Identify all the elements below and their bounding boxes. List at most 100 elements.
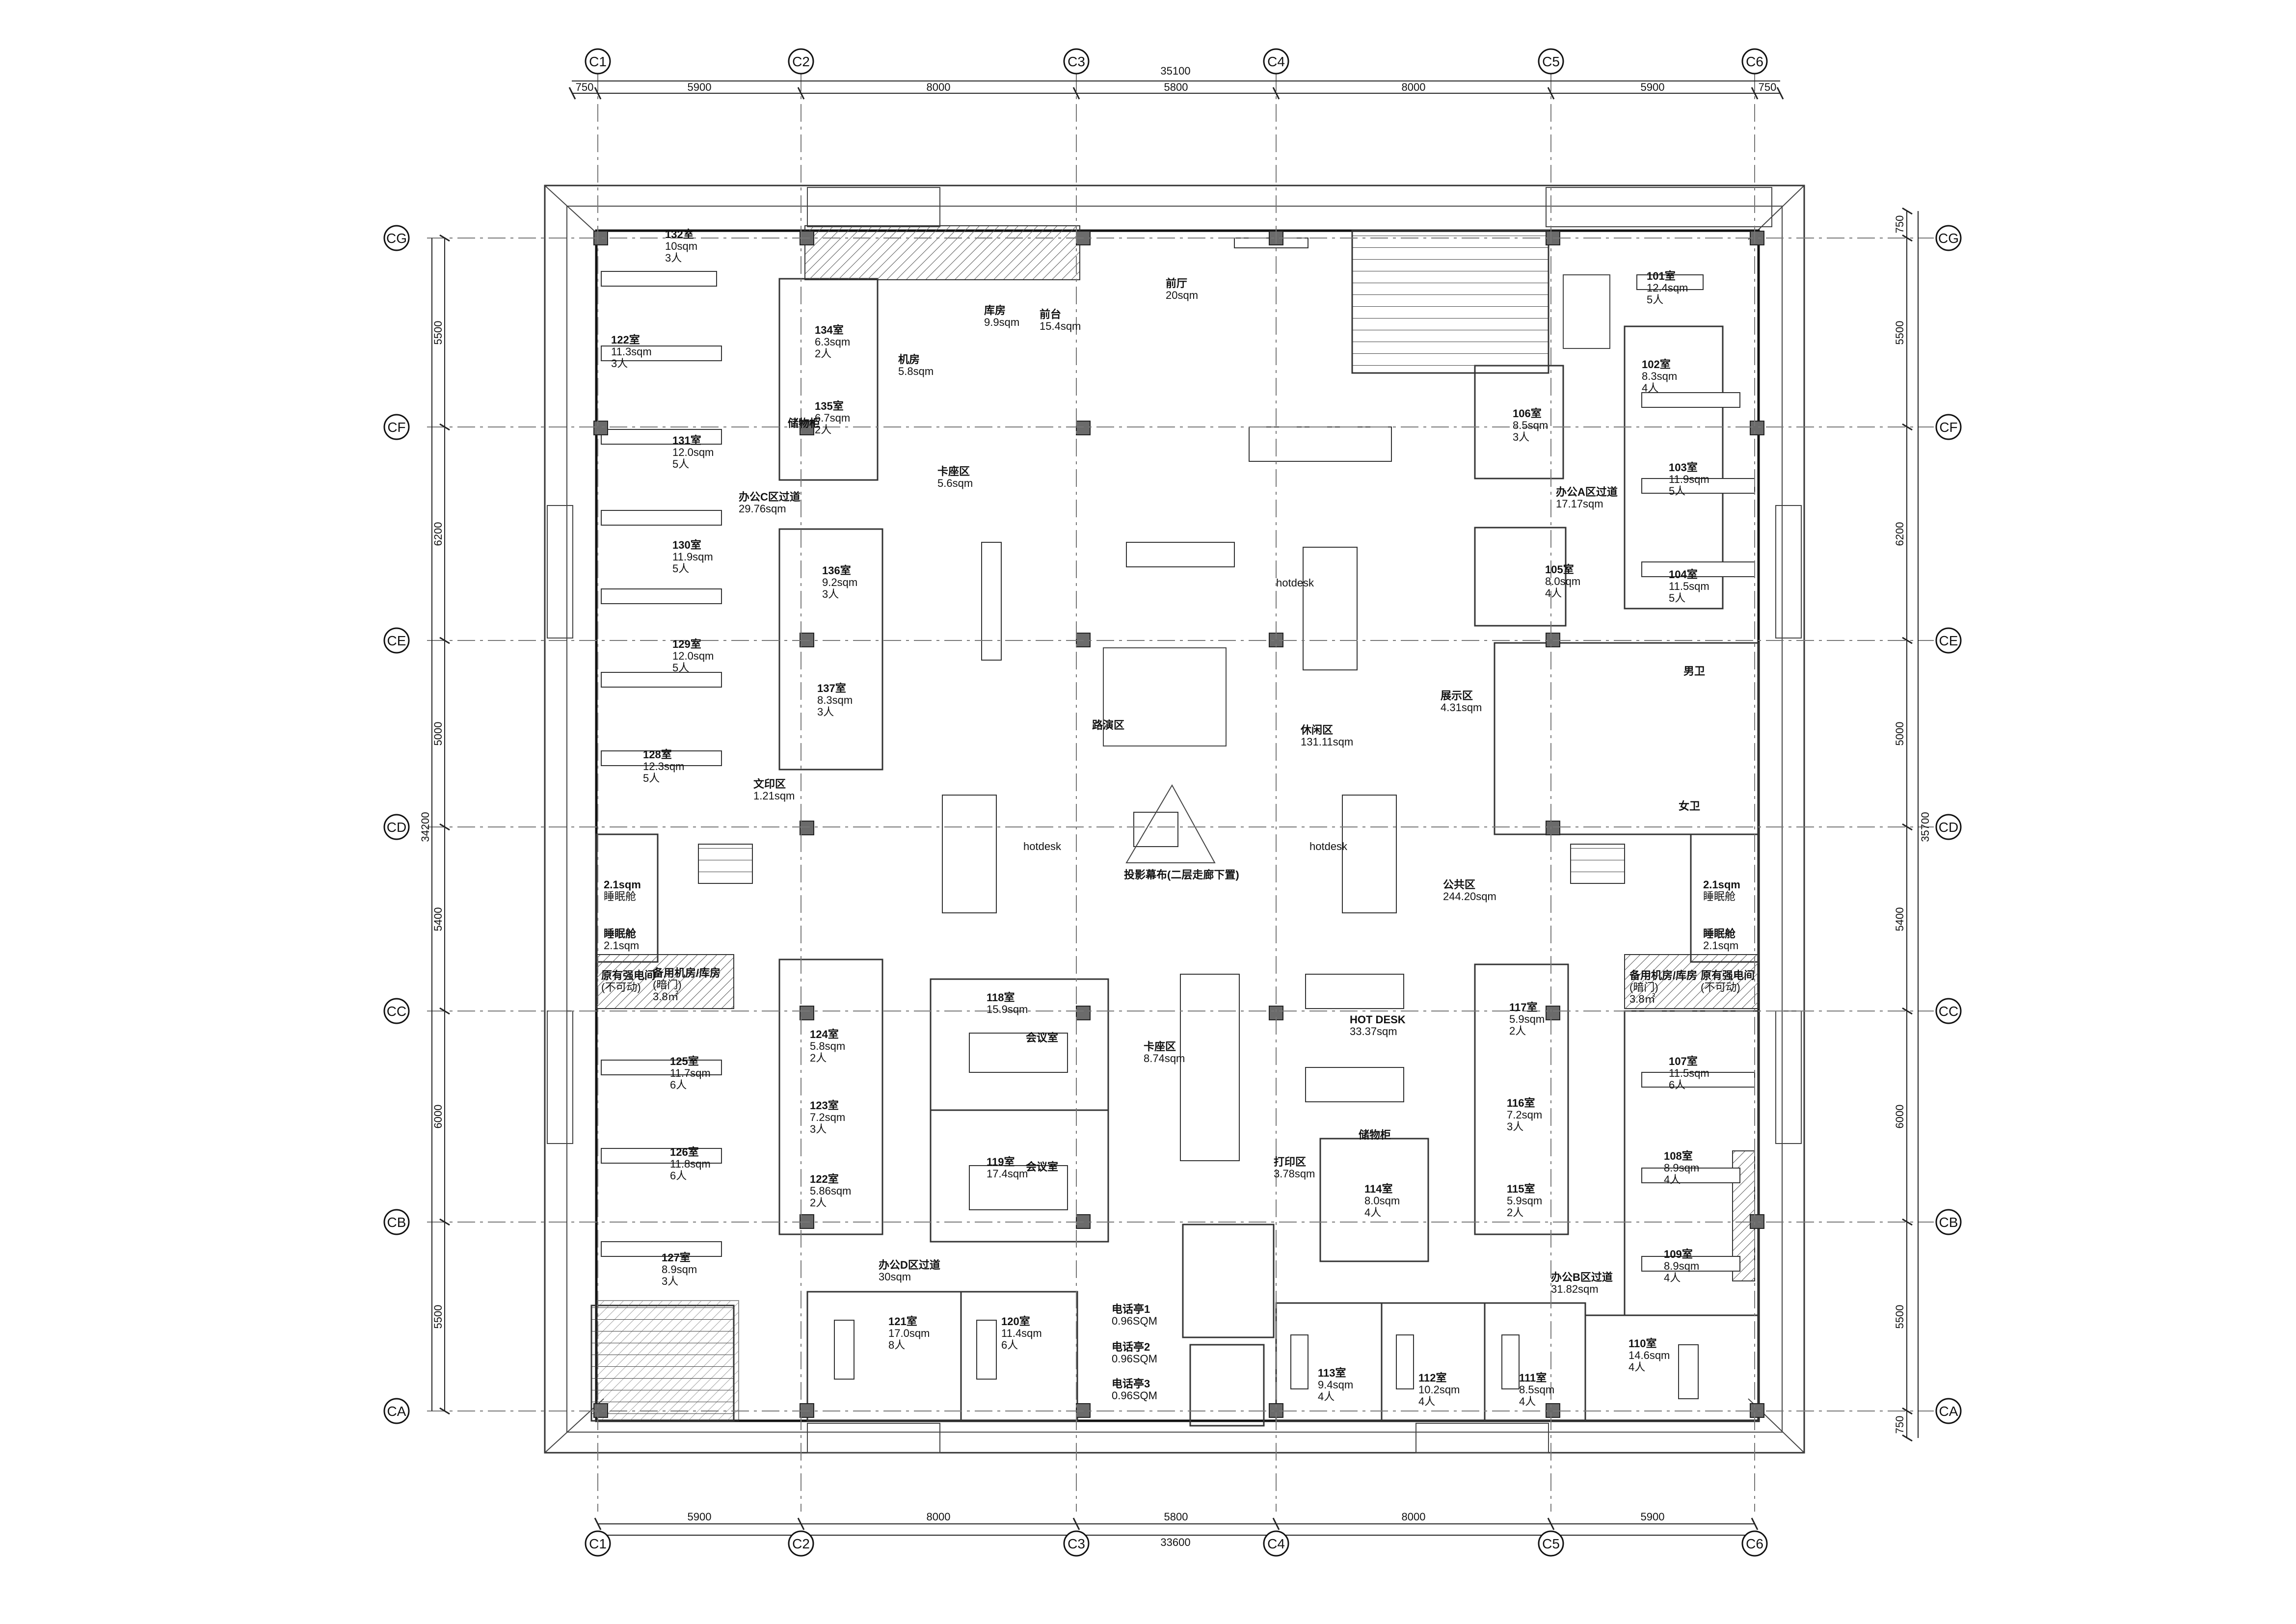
dim-right-seg: 5400 bbox=[1894, 907, 1906, 932]
dim-right-seg: 5500 bbox=[1894, 321, 1906, 345]
dim-bottom-seg: 8000 bbox=[1402, 1511, 1426, 1523]
column-axis-c4: C4 C4 bbox=[1263, 48, 1289, 1557]
svg-text:CD: CD bbox=[387, 820, 406, 835]
room-detail: 3人 bbox=[611, 357, 628, 370]
row-axis-cf: CF CF bbox=[383, 414, 1962, 440]
hotdesk-note: hotdesk bbox=[1023, 840, 1062, 852]
room-detail: 11.9sqm bbox=[672, 551, 713, 563]
room-detail: 8.9sqm bbox=[1664, 1162, 1699, 1174]
room-name: 储物柜 bbox=[788, 417, 820, 429]
room-detail: 9.4sqm bbox=[1318, 1379, 1353, 1391]
svg-text:C3: C3 bbox=[1068, 1536, 1085, 1551]
svg-text:C4: C4 bbox=[1267, 1536, 1285, 1551]
room-detail: 11.7sqm bbox=[670, 1067, 711, 1079]
room-detail: 3人 bbox=[1513, 431, 1529, 443]
dimension-lines bbox=[431, 80, 1919, 1536]
dim-left-seg: 6200 bbox=[432, 522, 444, 546]
room-name: 132室 bbox=[665, 228, 694, 240]
room-name: 117室 bbox=[1509, 1001, 1538, 1013]
room-name: 120室 bbox=[1001, 1315, 1030, 1328]
room-detail: 5人 bbox=[1669, 592, 1685, 604]
room-label: 备用机房/库房(暗门)3.8㎡ bbox=[652, 967, 721, 1003]
room-name: 128室 bbox=[643, 748, 672, 761]
room-name: 电话亭3 bbox=[1112, 1378, 1150, 1390]
room-detail: 3.78sqm bbox=[1274, 1168, 1315, 1180]
room-name: 137室 bbox=[817, 682, 846, 694]
row-axis-cb: CB CB bbox=[383, 1209, 1962, 1235]
room-name: 2.1sqm bbox=[1703, 879, 1740, 891]
row-axis-cg: CG CG bbox=[383, 225, 1962, 251]
room-name: 130室 bbox=[672, 539, 701, 551]
svg-text:CG: CG bbox=[386, 231, 407, 246]
column-axis-c6: C6 C6 bbox=[1741, 48, 1768, 1557]
room-name: 114室 bbox=[1364, 1183, 1393, 1195]
room-name: 路演区 bbox=[1092, 719, 1124, 731]
svg-text:CF: CF bbox=[387, 420, 405, 435]
room-label: 备用机房/库房(暗门)3.8㎡ bbox=[1629, 969, 1697, 1005]
room-label: 女卫 bbox=[1679, 800, 1700, 812]
room-detail: 4人 bbox=[1642, 382, 1658, 394]
room-detail: 5人 bbox=[672, 458, 689, 470]
column-axis-c1: C1 C1 bbox=[585, 48, 611, 1557]
dim-bottom-seg: 5800 bbox=[1164, 1511, 1188, 1523]
room-detail: 5.8sqm bbox=[898, 365, 934, 377]
room-detail: 8.74sqm bbox=[1144, 1052, 1185, 1065]
svg-text:C1: C1 bbox=[589, 54, 607, 69]
row-axis-ce: CE CE bbox=[383, 627, 1962, 654]
room-detail: 33.37sqm bbox=[1350, 1025, 1397, 1038]
room-detail: (不可动) bbox=[601, 981, 641, 993]
room-detail: 11.4sqm bbox=[1001, 1327, 1042, 1339]
room-detail: 12.0sqm bbox=[672, 446, 714, 458]
room-detail: 11.9sqm bbox=[1669, 473, 1709, 485]
room-name: 131室 bbox=[672, 434, 701, 447]
room-detail: 5.9sqm bbox=[1509, 1013, 1545, 1025]
room-detail: 3人 bbox=[810, 1123, 827, 1135]
room-detail: 12.0sqm bbox=[672, 650, 714, 662]
room-name: HOT DESK bbox=[1350, 1013, 1406, 1026]
room-name: 办公A区过道 bbox=[1556, 486, 1618, 498]
room-detail: 11.5sqm bbox=[1669, 1067, 1709, 1079]
room-detail: 5人 bbox=[672, 562, 689, 575]
room-detail: 8人 bbox=[888, 1339, 905, 1351]
dim-right-seg: 750 bbox=[1894, 215, 1906, 234]
dim-top-seg: 5900 bbox=[688, 81, 712, 93]
room-label: 库房9.9sqm bbox=[984, 304, 1019, 328]
dim-right-seg: 5000 bbox=[1894, 722, 1906, 746]
room-detail: 8.9sqm bbox=[662, 1263, 697, 1276]
dim-left-seg: 5500 bbox=[432, 1305, 444, 1329]
room-detail: 8.3sqm bbox=[817, 694, 853, 706]
room-detail: 5.9sqm bbox=[1507, 1195, 1542, 1207]
svg-text:C6: C6 bbox=[1746, 54, 1763, 69]
svg-text:CF: CF bbox=[1939, 420, 1957, 435]
room-name: 2.1sqm bbox=[604, 879, 641, 891]
dim-top-total: 35100 bbox=[1160, 65, 1190, 77]
room-detail: 睡眠舱 bbox=[604, 890, 636, 903]
room-name: 107室 bbox=[1669, 1055, 1698, 1067]
room-name: 会议室 bbox=[1026, 1032, 1058, 1044]
room-name: 休闲区 bbox=[1300, 724, 1333, 736]
room-name: 原有强电间 bbox=[1701, 969, 1755, 982]
svg-text:C3: C3 bbox=[1068, 54, 1085, 69]
room-detail: 7.2sqm bbox=[810, 1111, 845, 1123]
room-detail: 4人 bbox=[1318, 1390, 1335, 1403]
